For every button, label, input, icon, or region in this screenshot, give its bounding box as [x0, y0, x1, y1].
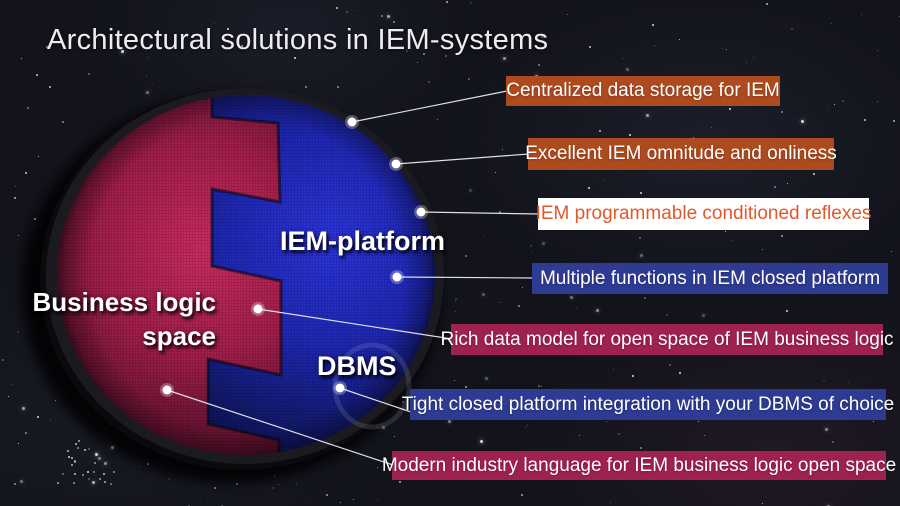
callout-line-3: [421, 212, 539, 214]
callout-modern-language: Modern industry language for IEM busines…: [392, 451, 886, 480]
callout-dot-3: [417, 208, 426, 217]
callout-omnitude-onliness: Excellent IEM omnitude and onliness: [528, 138, 834, 170]
callout-dot-4: [393, 273, 402, 282]
business-logic-space-label: Business logic space: [26, 285, 216, 353]
callout-line-1: [352, 91, 507, 122]
callout-centralized-data-storage: Centralized data storage for IEM: [506, 76, 780, 106]
callout-dot-6: [336, 384, 345, 393]
callout-line-2: [396, 154, 529, 164]
callout-tight-integration: Tight closed platform integration with y…: [410, 389, 886, 420]
callout-conditioned-reflexes: IEM programmable conditioned reflexes: [538, 198, 869, 230]
callout-dot-7: [163, 386, 172, 395]
callout-dot-5: [254, 305, 263, 314]
callout-multiple-functions: Multiple functions in IEM closed platfor…: [532, 263, 888, 294]
callout-rich-data-model: Rich data model for open space of IEM bu…: [451, 324, 883, 355]
iem-platform-label: IEM-platform: [280, 226, 445, 257]
dbms-label: DBMS: [317, 351, 397, 382]
callout-dot-2: [392, 160, 401, 169]
page-title: Architectural solutions in IEM-systems: [47, 24, 747, 57]
callout-dot-1: [348, 118, 357, 127]
